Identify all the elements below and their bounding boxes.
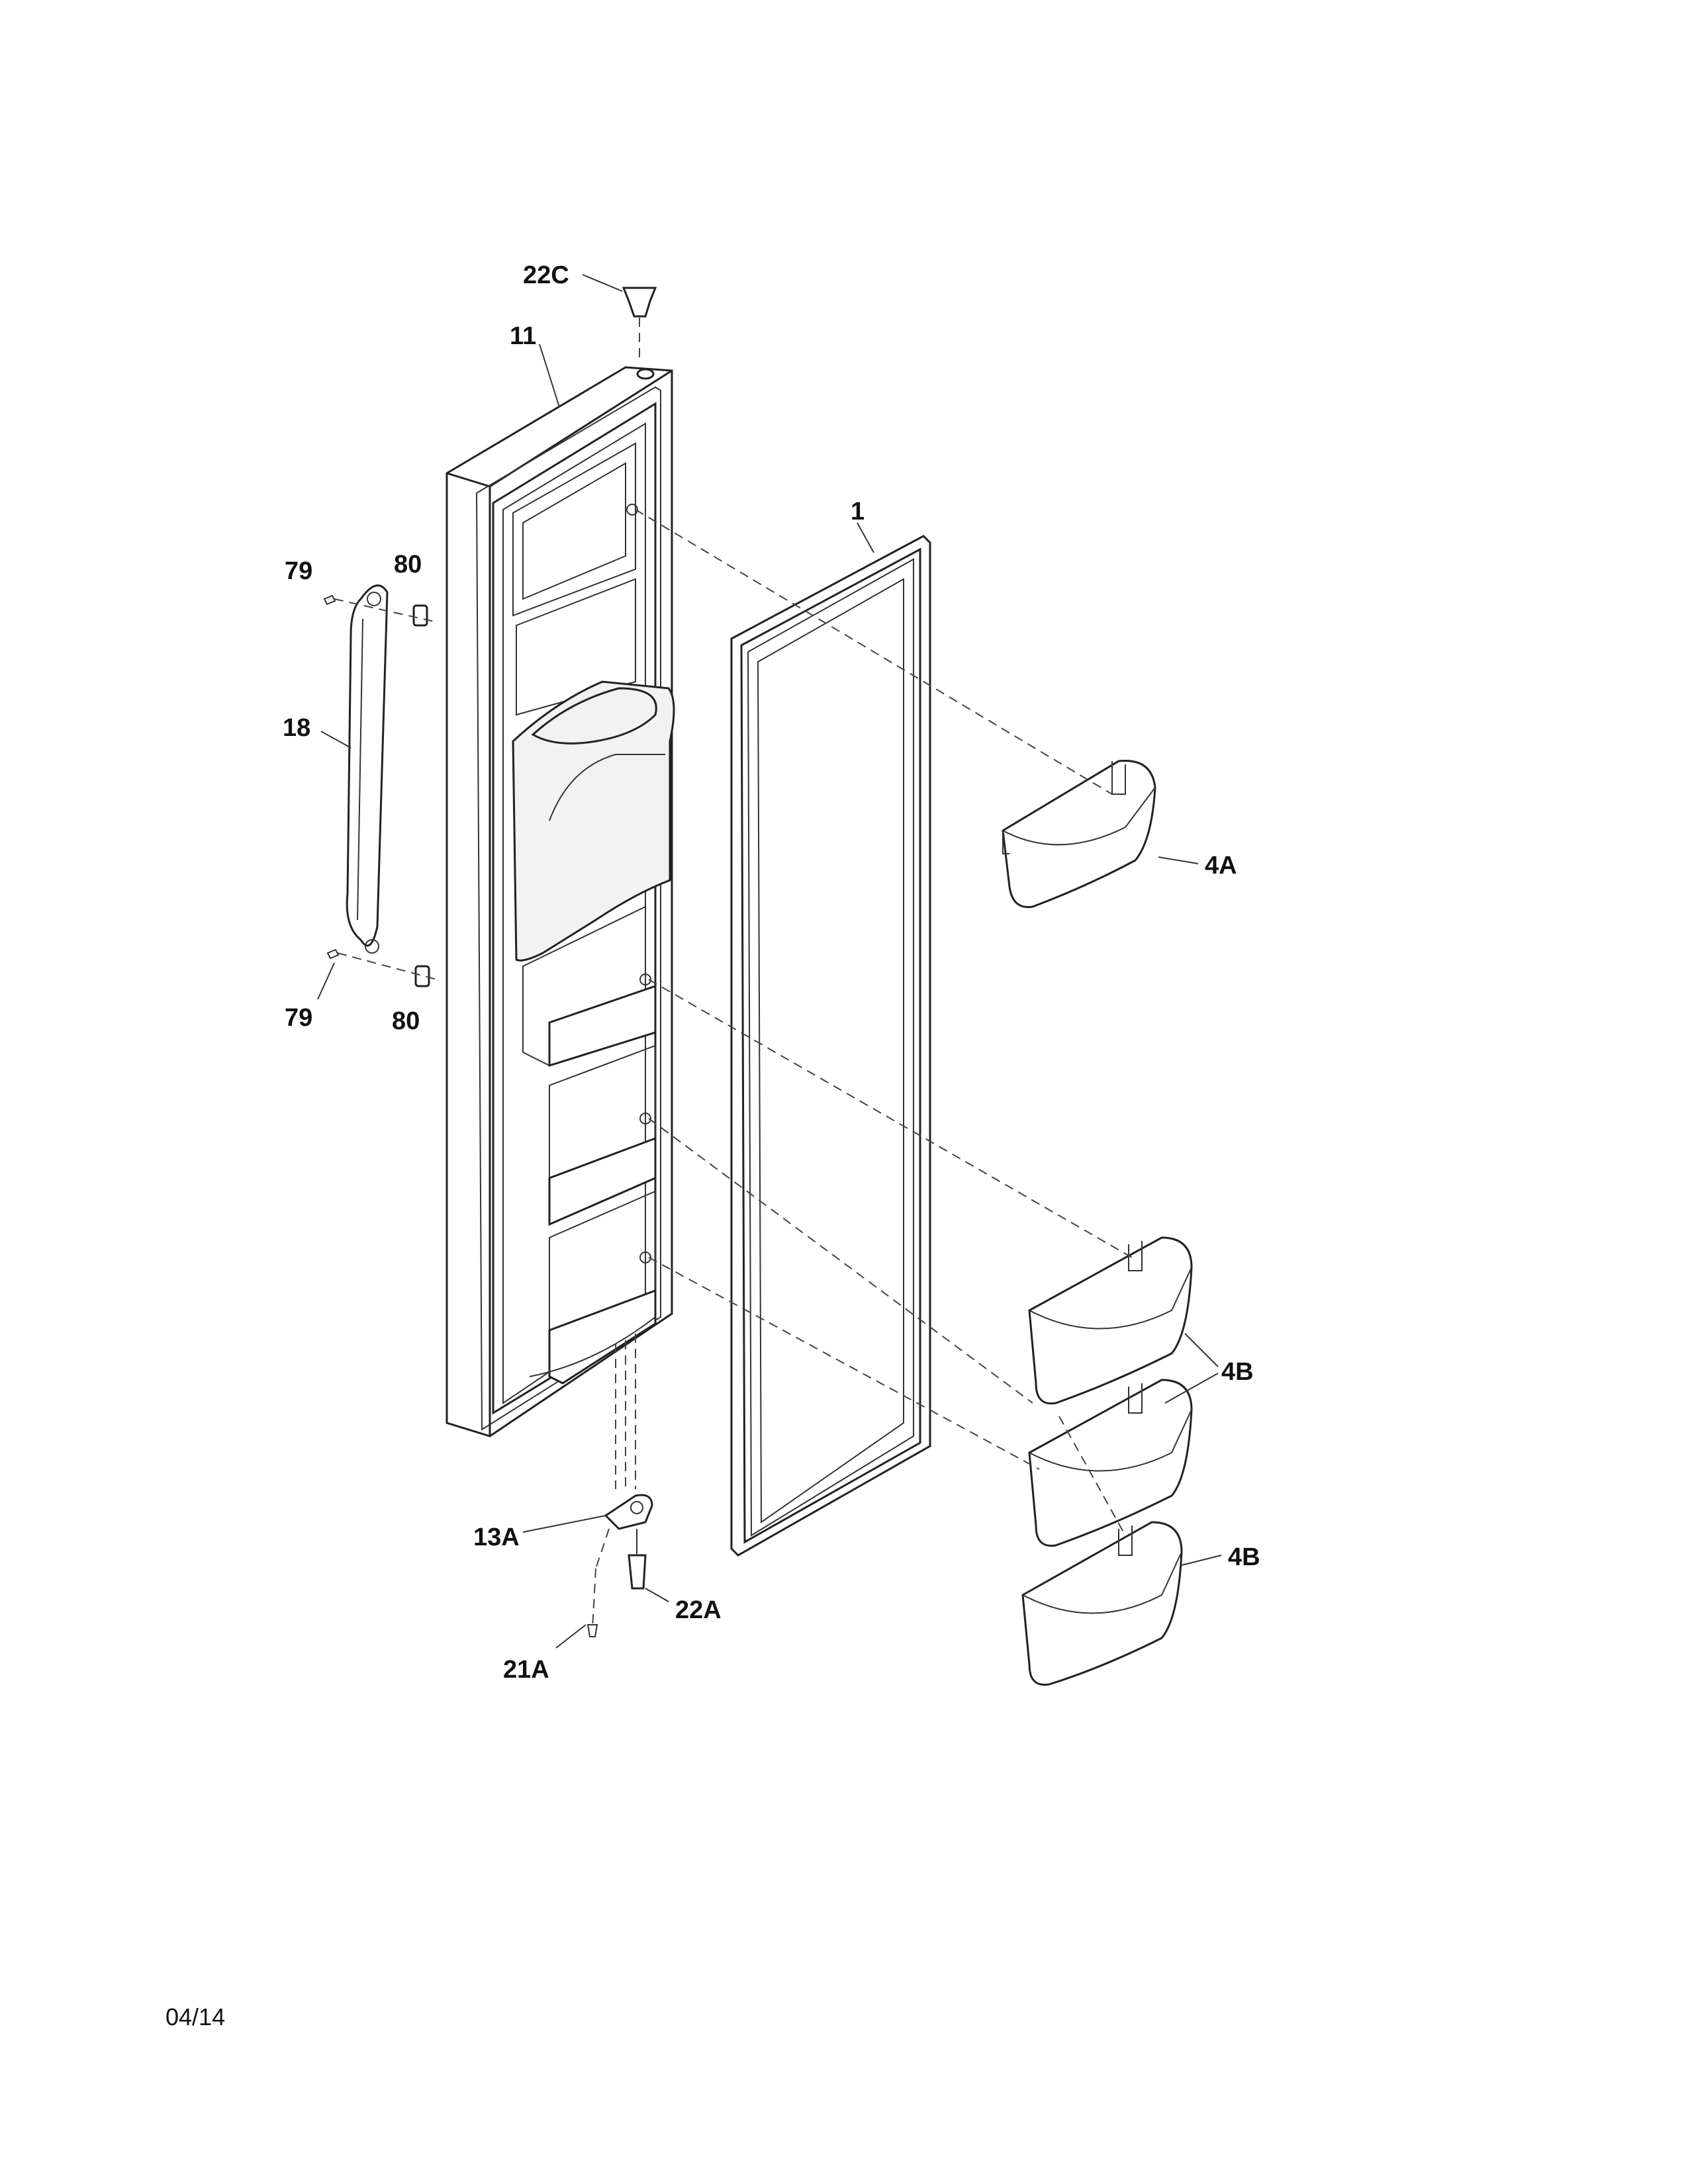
leader-lines xyxy=(317,274,1222,1649)
door-bin-4b-middle xyxy=(1028,1379,1193,1547)
callout-18: 18 xyxy=(283,714,310,742)
door-bin-4a xyxy=(1002,760,1156,909)
door-assembly xyxy=(445,366,675,1437)
callout-79-lower: 79 xyxy=(285,1004,312,1032)
callout-80-upper: 80 xyxy=(394,551,422,578)
handle-fasteners xyxy=(323,594,438,987)
callout-21a: 21A xyxy=(503,1656,549,1684)
door-gasket xyxy=(730,535,931,1557)
dispenser-housing xyxy=(512,680,675,962)
door-bin-4b-lower xyxy=(1021,1521,1183,1686)
callout-11: 11 xyxy=(510,322,536,350)
callout-79-upper: 79 xyxy=(285,557,312,585)
callout-4b-upper: 4B xyxy=(1221,1358,1254,1386)
door-handle xyxy=(346,584,389,954)
callout-1: 1 xyxy=(851,498,865,525)
callout-4a: 4A xyxy=(1205,852,1237,880)
callout-13a: 13A xyxy=(473,1524,520,1551)
callout-labels: 22C 11 1 79 80 18 79 80 4A 4B 4B 13A 22A… xyxy=(283,261,1260,1684)
callout-80-lower: 80 xyxy=(392,1007,420,1035)
callout-22a: 22A xyxy=(675,1596,722,1624)
projection-lines xyxy=(635,509,1133,1536)
door-bin-4b-upper xyxy=(1028,1236,1193,1405)
callout-4b-lower: 4B xyxy=(1228,1543,1260,1571)
callout-22c: 22C xyxy=(523,261,569,289)
hinge-plug-top xyxy=(622,287,657,363)
footer-date: 04/14 xyxy=(165,2003,225,2030)
bottom-hinge-parts xyxy=(586,1334,653,1637)
